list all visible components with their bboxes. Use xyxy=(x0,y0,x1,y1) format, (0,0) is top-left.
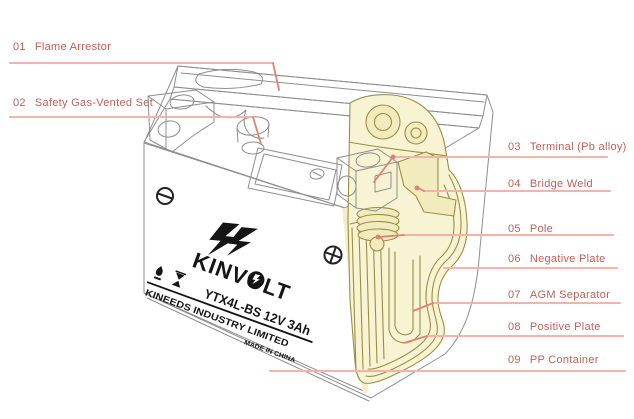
callout-label-terminal: 03 Terminal (Pb alloy) xyxy=(508,141,627,153)
callout-text: Flame Arrestor xyxy=(34,41,112,53)
callout-number: 06 xyxy=(508,253,521,265)
bridge-weld-strap xyxy=(397,151,457,217)
callout-lines xyxy=(8,61,627,373)
callout-text: Terminal (Pb alloy) xyxy=(529,141,627,153)
vent-internals xyxy=(348,104,448,157)
negative-terminal-block xyxy=(147,89,215,153)
lightning-bolt-logo-icon xyxy=(207,222,258,256)
callout-label-safety-gas-vented-set: 02 Safety Gas-Vented Set xyxy=(13,97,153,109)
bolt-in-o-icon xyxy=(247,271,265,289)
positive-terminal-block xyxy=(336,148,398,212)
battery-silhouette xyxy=(143,65,494,399)
flame-arrestor-area xyxy=(195,68,263,89)
lid-tray xyxy=(247,147,343,207)
callout-number: 03 xyxy=(508,141,521,153)
callout-text: Negative Plate xyxy=(529,253,606,265)
pole-assembly xyxy=(356,206,400,252)
callout-text: Safety Gas-Vented Set xyxy=(34,97,154,109)
callout-number: 05 xyxy=(508,223,521,235)
positive-terminal-icon xyxy=(323,245,343,265)
callout-text: Pole xyxy=(529,223,554,235)
no-sparks-warning-icon xyxy=(171,270,187,288)
screw-head-icon xyxy=(309,168,325,180)
callout-label-flame-arrestor: 01 Flame Arrestor xyxy=(13,41,111,53)
pp-container-wall xyxy=(365,174,462,377)
callout-number: 08 xyxy=(508,321,521,333)
callout-label-bridge-weld: 04 Bridge Weld xyxy=(508,178,593,190)
callout-number: 04 xyxy=(508,178,521,190)
negative-terminal-icon xyxy=(156,187,174,205)
callout-label-pp-container: 09 PP Container xyxy=(508,354,599,366)
callout-text: PP Container xyxy=(529,354,599,366)
callout-number: 09 xyxy=(508,354,521,366)
callout-label-negative-plate: 06 Negative Plate xyxy=(508,253,606,265)
callout-number: 07 xyxy=(508,289,521,301)
callout-label-pole: 05 Pole xyxy=(508,223,553,235)
callout-text: Positive Plate xyxy=(529,321,601,333)
callout-number: 01 xyxy=(13,41,26,53)
cutaway-section xyxy=(342,94,468,393)
warning-icons xyxy=(153,266,187,288)
vent-cap xyxy=(236,116,270,155)
callout-label-positive-plate: 08 Positive Plate xyxy=(508,321,601,333)
callout-text: Bridge Weld xyxy=(529,178,593,190)
callout-number: 02 xyxy=(13,97,26,109)
lid-details xyxy=(147,89,398,212)
callout-label-agm-separator: 07 AGM Separator xyxy=(508,289,610,301)
flame-warning-icon xyxy=(153,266,163,281)
callout-text: AGM Separator xyxy=(529,289,611,301)
